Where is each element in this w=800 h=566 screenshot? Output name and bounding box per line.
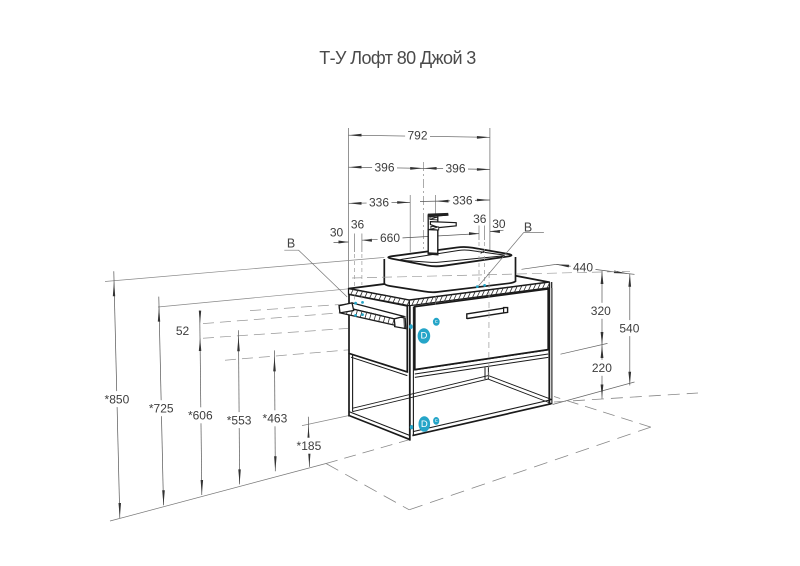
svg-text:52: 52 [176, 324, 190, 338]
svg-text:c: c [435, 418, 438, 424]
svg-text:*185: *185 [297, 439, 322, 453]
svg-text:*725: *725 [149, 401, 174, 415]
svg-text:36: 36 [351, 217, 365, 231]
svg-text:c: c [435, 319, 438, 325]
svg-text:540: 540 [619, 321, 639, 335]
svg-text:B: B [524, 220, 532, 234]
svg-text:396: 396 [445, 161, 465, 175]
svg-text:*850: *850 [105, 392, 130, 406]
svg-text:792: 792 [407, 128, 427, 142]
svg-text:440: 440 [573, 261, 593, 275]
svg-text:*463: *463 [263, 412, 288, 426]
svg-text:30: 30 [492, 217, 506, 231]
svg-text:336: 336 [452, 193, 472, 207]
svg-text:320: 320 [591, 304, 611, 318]
svg-text:Т-У Лофт 80 Джой 3: Т-У Лофт 80 Джой 3 [319, 48, 476, 68]
svg-text:396: 396 [374, 161, 394, 175]
svg-text:336: 336 [369, 196, 389, 210]
svg-text:36: 36 [473, 212, 487, 226]
svg-text:B: B [287, 237, 295, 251]
svg-text:660: 660 [380, 231, 400, 245]
svg-text:D: D [420, 331, 427, 342]
svg-text:D: D [421, 419, 428, 430]
svg-text:220: 220 [592, 361, 612, 375]
svg-text:*553: *553 [227, 413, 252, 427]
svg-text:*606: *606 [188, 409, 213, 423]
svg-text:30: 30 [330, 226, 344, 240]
